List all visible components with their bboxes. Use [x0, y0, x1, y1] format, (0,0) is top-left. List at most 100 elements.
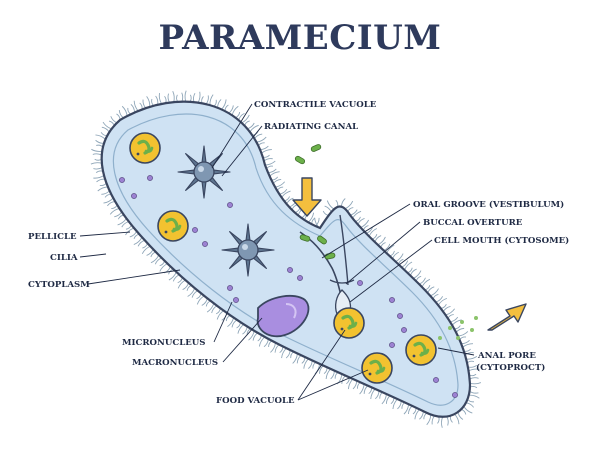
cilium	[261, 149, 272, 154]
cilium	[167, 93, 171, 103]
granule	[397, 313, 403, 319]
cilium	[242, 326, 248, 335]
cilium	[150, 254, 160, 264]
granule	[389, 342, 395, 348]
cilium	[117, 218, 127, 226]
diagram-title: PARAMECIUM	[158, 18, 442, 58]
cilium	[462, 343, 473, 348]
cilium	[205, 95, 209, 105]
cilium	[285, 349, 291, 359]
food-particle	[299, 234, 311, 242]
label-cytoproct: (CYTOPROCT)	[476, 362, 545, 373]
food-particle	[294, 155, 306, 165]
cilium	[264, 160, 276, 166]
oral-groove-edge	[339, 214, 349, 286]
cilium	[341, 198, 346, 207]
cilium	[395, 253, 404, 262]
cilium	[469, 377, 479, 380]
cilium	[133, 237, 143, 246]
cilium	[192, 92, 196, 103]
cilium	[322, 210, 329, 216]
cilium	[95, 134, 106, 140]
granule	[233, 297, 239, 303]
label-contractile-vacuole: CONTRACTILE VACUOLE	[254, 100, 377, 110]
cilium	[91, 148, 103, 152]
cilium	[168, 271, 177, 281]
cilium	[158, 93, 162, 105]
cilium	[260, 145, 269, 150]
cilium	[270, 342, 276, 353]
cilium	[397, 400, 402, 410]
cilium	[155, 95, 159, 105]
cilium	[469, 390, 479, 394]
cilium	[359, 383, 365, 395]
cilium	[121, 105, 128, 117]
cilium	[196, 295, 205, 305]
cilium	[403, 404, 410, 415]
granule	[297, 275, 303, 281]
granule	[202, 241, 208, 247]
cilium	[461, 339, 470, 344]
waste-particle	[448, 326, 452, 330]
cilium	[90, 162, 103, 165]
cilium	[468, 394, 480, 399]
granule	[433, 377, 439, 383]
cilium	[228, 105, 234, 114]
granule	[389, 297, 395, 303]
cilium	[455, 327, 465, 333]
cilium	[252, 332, 258, 341]
cilium	[381, 393, 387, 405]
cilium	[263, 338, 269, 348]
cilium	[172, 90, 175, 103]
food-vacuole	[157, 210, 189, 242]
cilium	[217, 99, 222, 108]
waste-particle	[456, 336, 460, 340]
cilium	[465, 402, 475, 408]
label-buccal-overture: BUCCAL OVERTURE	[423, 218, 523, 228]
cilium	[446, 416, 449, 426]
vacuole-center	[237, 239, 259, 261]
cilium	[181, 92, 184, 102]
buccal-overture	[329, 279, 355, 284]
cilium	[109, 207, 120, 215]
cilium	[419, 411, 424, 420]
waste-particle	[470, 328, 474, 332]
food-particle	[310, 144, 322, 152]
cilium	[96, 178, 106, 183]
cilium	[352, 380, 358, 390]
granule	[192, 227, 198, 233]
cilium	[130, 103, 135, 113]
granule	[452, 392, 458, 398]
granule	[357, 280, 363, 286]
cilium	[324, 205, 332, 213]
waste-particle	[460, 320, 464, 324]
cilium	[454, 413, 460, 425]
cilium	[368, 228, 378, 237]
cilium	[97, 186, 108, 192]
cilium	[93, 166, 103, 170]
cilium	[101, 190, 110, 195]
cilium	[352, 210, 362, 219]
label-pellicle: PELLICLE	[28, 232, 77, 242]
cilium	[275, 181, 286, 188]
cilium	[469, 382, 482, 385]
cilium	[256, 136, 267, 143]
macronucleus-highlight	[285, 303, 297, 319]
cilium	[296, 354, 302, 364]
food-vacuoles	[129, 132, 437, 384]
cilium	[209, 94, 214, 106]
waste-particle	[474, 316, 478, 320]
cilium	[312, 361, 317, 369]
granule	[401, 327, 407, 333]
cilium	[421, 278, 431, 288]
label-macronucleus: MACRONUCLEUS	[132, 358, 218, 368]
cilium	[146, 96, 151, 107]
label-oral-groove: ORAL GROOVE (VESTIBULUM)	[413, 199, 564, 210]
cilium	[374, 390, 380, 400]
cilium	[408, 405, 413, 415]
cilium	[330, 370, 335, 380]
macronucleus	[256, 294, 310, 338]
label-cilia: CILIA	[50, 253, 78, 263]
contractile-vacuole-2	[221, 223, 275, 277]
cilium	[107, 201, 116, 207]
